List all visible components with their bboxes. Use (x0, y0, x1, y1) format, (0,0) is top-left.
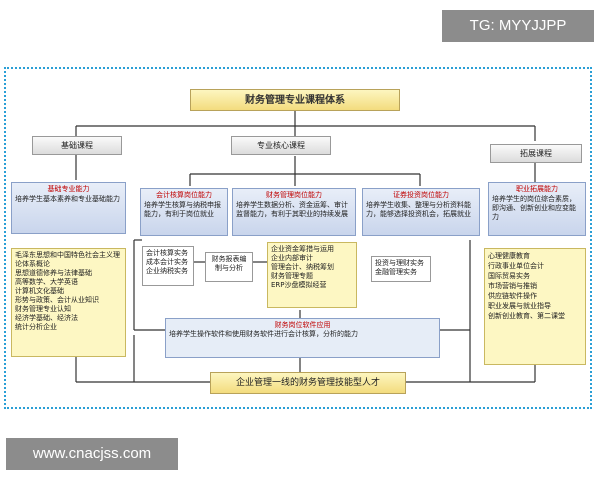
career-ability-box: 职业拓展能力 培养学生的岗位综合素质，即沟通、创新创业和应变能力 (488, 182, 586, 236)
diagram-frame (4, 67, 592, 409)
goal-box: 企业管理一线的财务管理技能型人才 (210, 372, 406, 394)
software-ability-title: 财务岗位软件应用 (274, 321, 331, 329)
accounting-ability-title: 会计核算岗位能力 (156, 191, 212, 199)
accounting-ability-box: 会计核算岗位能力 培养学生核算与纳税申报能力，有利于岗位就业 (140, 188, 228, 236)
watermark-top: TG: MYYJJPP (442, 10, 594, 42)
page-title: 财务管理专业课程体系 (190, 89, 400, 111)
extend-course-list: 心理健康教育 行政事业单位会计 国际贸易实务 市场营销与推销 供应链软件操作 职… (484, 248, 586, 365)
career-ability-text: 培养学生的岗位综合素质，即沟通、创新创业和应变能力 (492, 195, 576, 221)
basic-ability-text: 培养学生基本素养和专业基础能力 (15, 195, 120, 203)
finance-ability-box: 财务管理岗位能力 培养学生数据分析、资金运筹、审计监督能力，有利于其职业的持续发… (232, 188, 356, 236)
securities-ability-box: 证券投资岗位能力 培养学生收集、整理与分析资料能力，能够选择投资机会，拓展就业 (362, 188, 480, 236)
header-core-courses: 专业核心课程 (231, 136, 331, 155)
securities-course-list: 投资与理财实务 金融管理实务 (371, 256, 431, 282)
software-ability-box: 财务岗位软件应用 培养学生操作软件和使用财务软件进行会计核算，分析的能力 (165, 318, 440, 358)
header-extend-courses: 拓展课程 (490, 144, 582, 163)
accounting-course-list: 会计核算实务 成本会计实务 企业纳税实务 (142, 246, 194, 286)
basic-ability-title: 基础专业能力 (47, 185, 90, 193)
finance-ability-title: 财务管理岗位能力 (266, 191, 322, 199)
basic-ability-box: 基础专业能力 培养学生基本素养和专业基础能力 (11, 182, 126, 234)
career-ability-title: 职业拓展能力 (516, 185, 558, 193)
basic-course-list: 毛泽东思想和中国特色社会主义理论体系概论 思想道德修养与法律基础 高等数学、大学… (11, 248, 126, 357)
accounting-ability-text: 培养学生核算与纳税申报能力，有利于岗位就业 (144, 201, 221, 218)
finance-ability-text: 培养学生数据分析、资金运筹、审计监督能力，有利于其职业的持续发展 (236, 201, 348, 218)
software-ability-text: 培养学生操作软件和使用财务软件进行会计核算，分析的能力 (169, 330, 358, 338)
finance-course-list: 企业资金筹措与运用 企业内部审计 管理会计、纳税筹划 财务管理专题 ERP沙盘模… (267, 242, 357, 308)
securities-ability-text: 培养学生收集、整理与分析资料能力，能够选择投资机会，拓展就业 (366, 201, 471, 218)
watermark-bottom: www.cnacjss.com (6, 438, 178, 470)
header-basic-courses: 基础课程 (32, 136, 122, 155)
securities-ability-title: 证券投资岗位能力 (393, 191, 449, 199)
report-analysis-box: 财务报表编制与分析 (205, 252, 253, 282)
